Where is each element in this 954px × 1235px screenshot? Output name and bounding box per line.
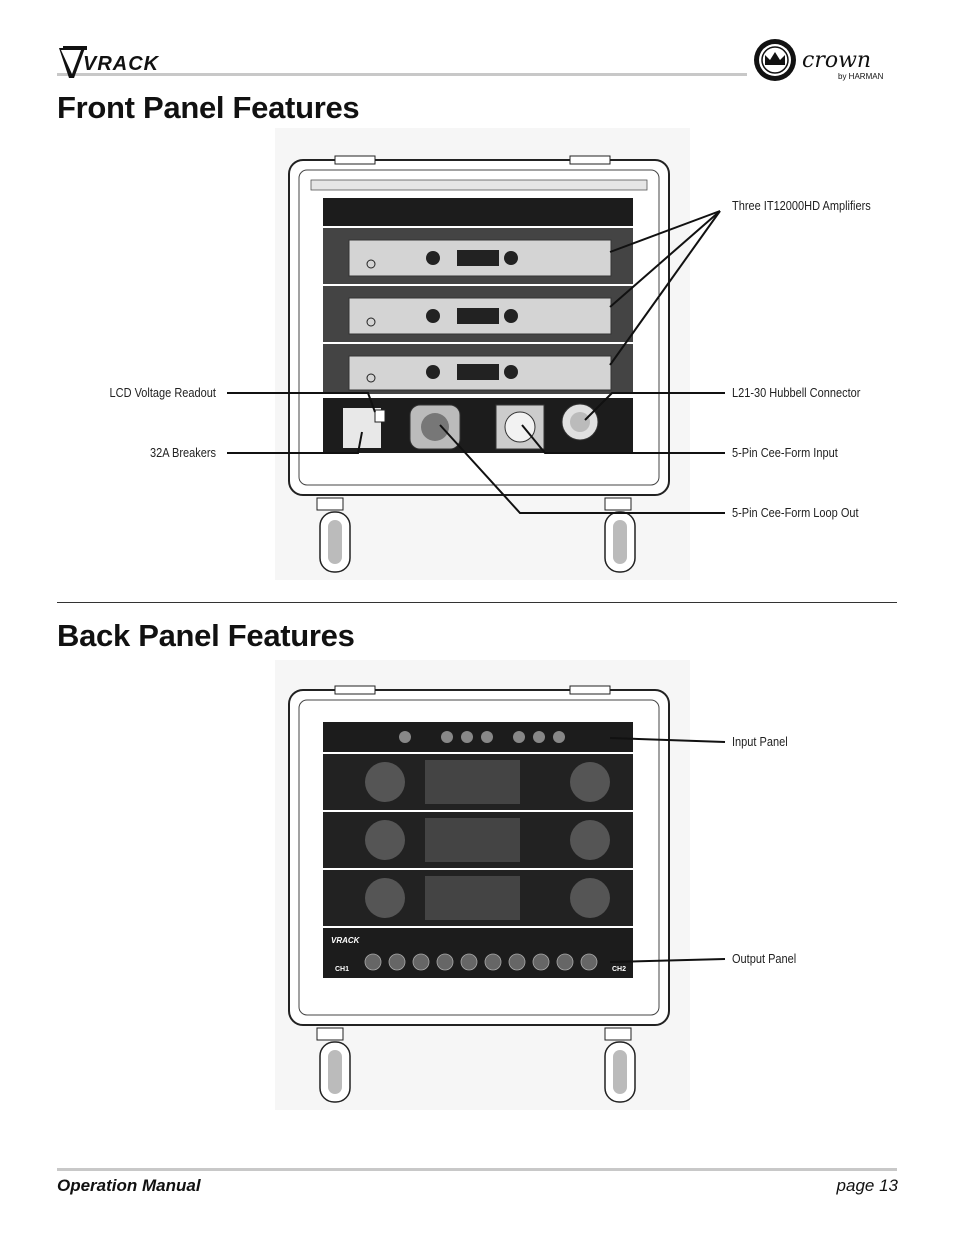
amplifier-2 — [323, 286, 633, 342]
callout-lcd-voltage: LCD Voltage Readout — [109, 386, 216, 400]
output-ch2-text: CH2 — [612, 966, 626, 973]
callout-output-panel: Output Panel — [732, 952, 797, 966]
amplifier-rear-1 — [323, 754, 633, 810]
amplifier-rear-2 — [323, 812, 633, 868]
lcd-readout-shape — [374, 409, 386, 423]
back-right-caster — [604, 1027, 636, 1103]
callout-hubbell: L21-30 Hubbell Connector — [732, 386, 861, 400]
front-right-caster — [604, 497, 636, 573]
amplifier-1 — [323, 228, 633, 284]
crown-logo: crown by HARMAN — [754, 39, 884, 81]
speakon-row — [364, 953, 598, 971]
footer-manual-title: Operation Manual — [57, 1176, 201, 1195]
vrack-logo-text: VRACK — [83, 53, 160, 75]
crown-logo-text: crown — [802, 48, 871, 73]
section-divider — [57, 602, 897, 603]
amplifier-rear-3 — [323, 870, 633, 926]
back-left-caster — [316, 1027, 351, 1103]
callout-cee-loop-out: 5-Pin Cee-Form Loop Out — [732, 506, 859, 520]
vrack-logo: VRACK — [59, 46, 160, 78]
callout-breakers: 32A Breakers — [149, 446, 216, 460]
callout-cee-input: 5-Pin Cee-Form Input — [732, 446, 838, 460]
harman-sub-text: by HARMAN — [838, 72, 884, 81]
callout-amplifiers: Three IT12000HD Amplifiers — [732, 199, 871, 213]
output-panel-logo-text: VRACK — [331, 936, 361, 945]
front-rack-figure — [275, 128, 690, 580]
output-ch1-text: CH1 — [335, 966, 349, 973]
back-panel-title: Back Panel Features — [57, 618, 355, 653]
input-panel-shape — [323, 722, 633, 752]
footer-page-number: page 13 — [836, 1176, 898, 1195]
front-panel-title: Front Panel Features — [57, 90, 360, 125]
output-panel-shape — [323, 928, 633, 978]
back-rack-figure: VRACK CH1 CH2 — [275, 660, 690, 1110]
footer-rule — [57, 1168, 897, 1171]
amplifier-3 — [323, 344, 633, 394]
header-rule — [57, 73, 747, 76]
front-left-caster — [316, 497, 351, 573]
callout-input-panel: Input Panel — [732, 735, 788, 749]
